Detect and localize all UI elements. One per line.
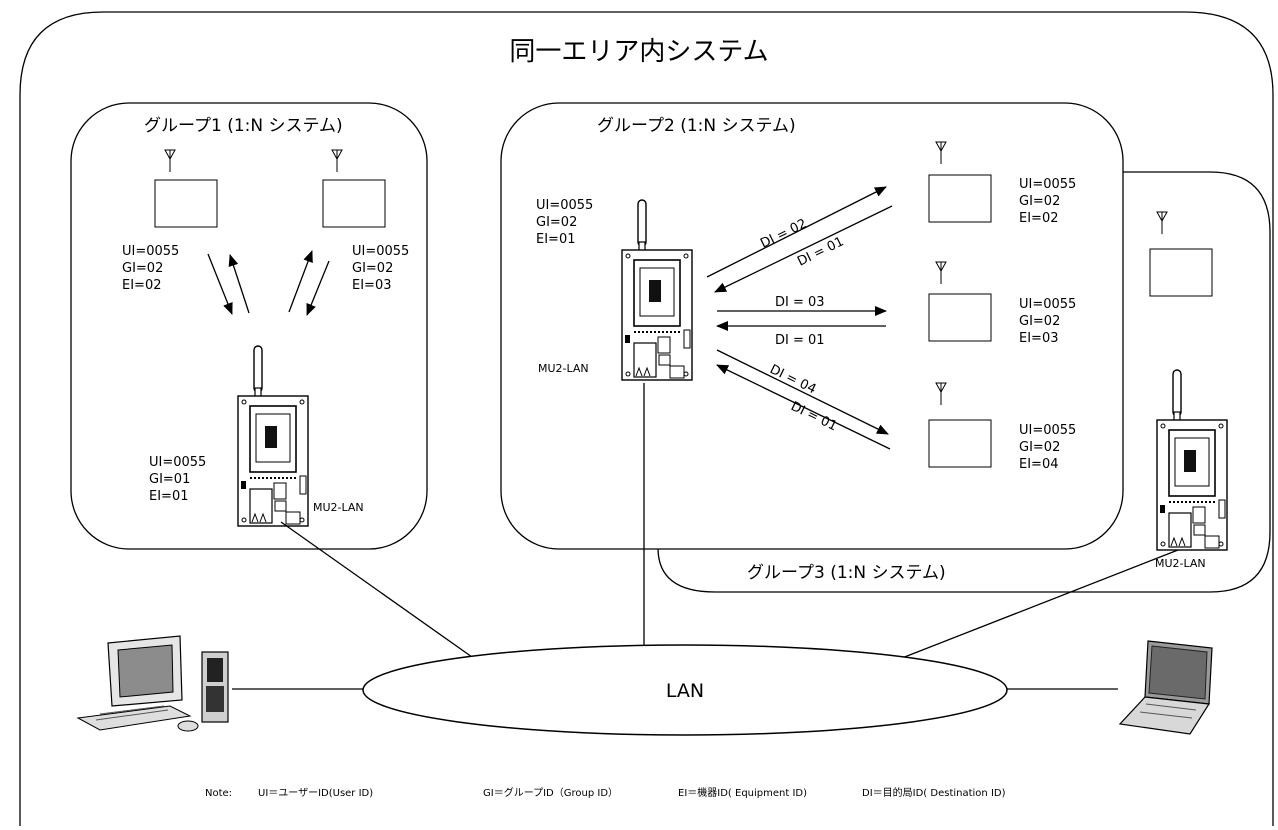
- id-label: GI=02: [1019, 314, 1060, 329]
- terminal-box: [929, 294, 991, 341]
- mu2-lan-device-icon: [1157, 370, 1227, 550]
- area-title: 同一エリア内システム: [509, 37, 768, 67]
- id-label: UI=0055: [536, 198, 593, 213]
- id-label: EI=03: [1019, 331, 1058, 346]
- group1-title: グループ1 (1:N システム): [144, 116, 343, 136]
- terminal-box: [155, 180, 217, 227]
- group2-title: グループ2 (1:N システム): [597, 116, 796, 136]
- note-di: DI＝目的局ID( Destination ID): [862, 786, 1006, 799]
- id-label: EI=03: [352, 278, 391, 293]
- id-label: EI=04: [1019, 457, 1058, 472]
- terminal-box: [323, 180, 385, 227]
- lan-label: LAN: [666, 680, 704, 702]
- antenna-icon: [1157, 212, 1167, 234]
- note-prefix: Note:: [205, 788, 232, 799]
- terminal-box: [929, 420, 991, 467]
- id-label: UI=0055: [352, 244, 409, 259]
- id-label: GI=02: [122, 261, 163, 276]
- device-label: MU2-LAN: [1155, 557, 1206, 570]
- id-label: UI=0055: [122, 244, 179, 259]
- desktop-pc-icon: [78, 636, 228, 731]
- id-label: GI=02: [352, 261, 393, 276]
- id-label: EI=02: [1019, 211, 1058, 226]
- id-label: EI=01: [149, 489, 188, 504]
- group3-title: グループ3 (1:N システム): [747, 563, 946, 583]
- id-label: UI=0055: [1019, 177, 1076, 192]
- id-label: UI=0055: [149, 455, 206, 470]
- arrow-label: DI = 03: [775, 295, 825, 310]
- note-ei: EI＝機器ID( Equipment ID): [678, 786, 807, 799]
- id-label: GI=02: [536, 215, 577, 230]
- arrow-label: DI = 01: [775, 333, 825, 348]
- terminal-box: [1150, 249, 1212, 296]
- id-label: GI=01: [149, 472, 190, 487]
- id-label: EI=02: [122, 278, 161, 293]
- laptop-icon: [1120, 641, 1212, 734]
- terminal-box: [929, 175, 991, 222]
- device-label: MU2-LAN: [313, 501, 364, 514]
- id-label: GI=02: [1019, 440, 1060, 455]
- note-ui: UI＝ユーザーID(User ID): [258, 787, 373, 799]
- id-label: EI=01: [536, 232, 575, 247]
- id-label: UI=0055: [1019, 423, 1076, 438]
- device-label: MU2-LAN: [538, 362, 589, 375]
- id-label: GI=02: [1019, 194, 1060, 209]
- id-label: UI=0055: [1019, 297, 1076, 312]
- note-gi: GI＝グループID（Group ID）: [483, 786, 618, 799]
